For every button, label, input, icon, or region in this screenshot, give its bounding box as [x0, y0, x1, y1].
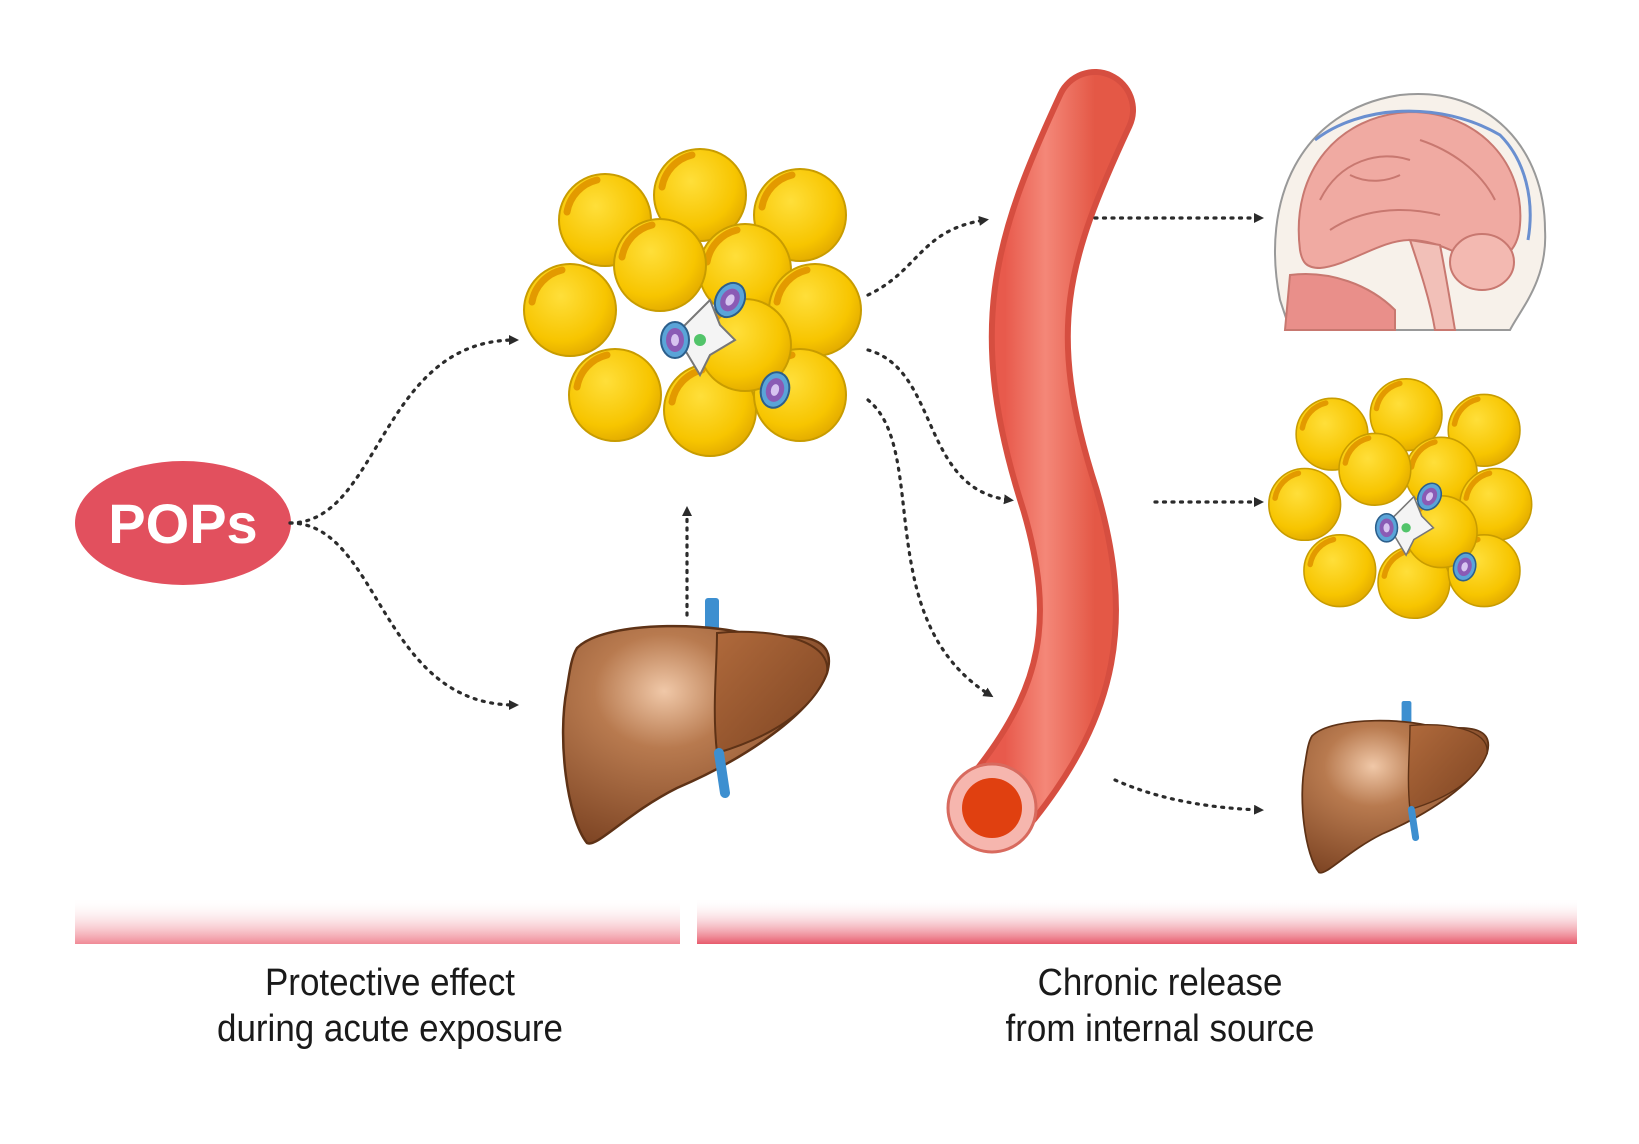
arrow-vessel-to-liver: [1113, 778, 1264, 815]
caption-chronic-release: Chronic release from internal source: [939, 960, 1381, 1052]
arrow-adipose-to-vessel-upper: [866, 215, 989, 297]
caption-chronic-line1: Chronic release: [1037, 962, 1283, 1004]
pops-label: POPs: [108, 492, 257, 555]
caption-acute-exposure: Protective effect during acute exposure: [169, 960, 611, 1052]
arrow-adipose-to-vessel-lower: [866, 398, 994, 698]
blood-vessel-icon: [946, 69, 1136, 854]
caption-acute-line1: Protective effect: [264, 962, 516, 1004]
arrow-adipose-to-vessel-middle: [866, 348, 1014, 505]
liver-icon: [563, 598, 829, 843]
adipose-tissue-icon: [524, 149, 861, 456]
adipose-tissue-small-icon: [1269, 379, 1532, 618]
pops-source-node: POPs: [75, 461, 291, 585]
band-acute: [75, 898, 680, 944]
caption-chronic-line2: from internal source: [1005, 1008, 1315, 1050]
arrow-pops-to-adipose: [288, 335, 519, 525]
arrow-pops-to-liver: [288, 521, 519, 710]
brain-icon: [1274, 92, 1547, 331]
liver-small-icon: [1302, 701, 1488, 873]
caption-acute-line2: during acute exposure: [217, 1008, 563, 1050]
band-chronic: [697, 898, 1577, 944]
